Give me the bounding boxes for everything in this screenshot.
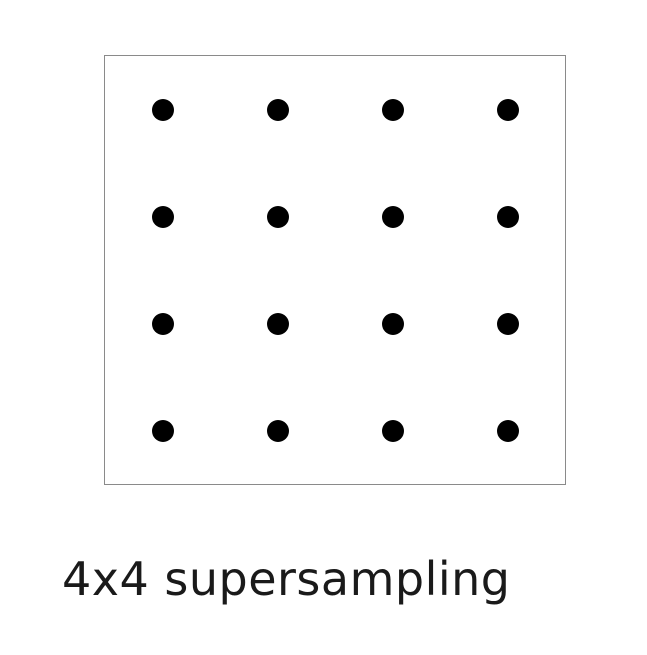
caption: 4x4 supersampling (62, 552, 511, 606)
sample-point (382, 313, 404, 335)
sample-point (382, 99, 404, 121)
sample-point (382, 206, 404, 228)
sample-point (497, 313, 519, 335)
sample-point (152, 313, 174, 335)
sample-point (497, 206, 519, 228)
sample-point (497, 99, 519, 121)
sample-point (267, 313, 289, 335)
sample-point (382, 420, 404, 442)
sample-point (497, 420, 519, 442)
sample-point (152, 206, 174, 228)
sample-point (152, 99, 174, 121)
sample-point (267, 99, 289, 121)
sample-point (267, 420, 289, 442)
sample-point (152, 420, 174, 442)
sample-point (267, 206, 289, 228)
pixel-square (104, 55, 566, 485)
